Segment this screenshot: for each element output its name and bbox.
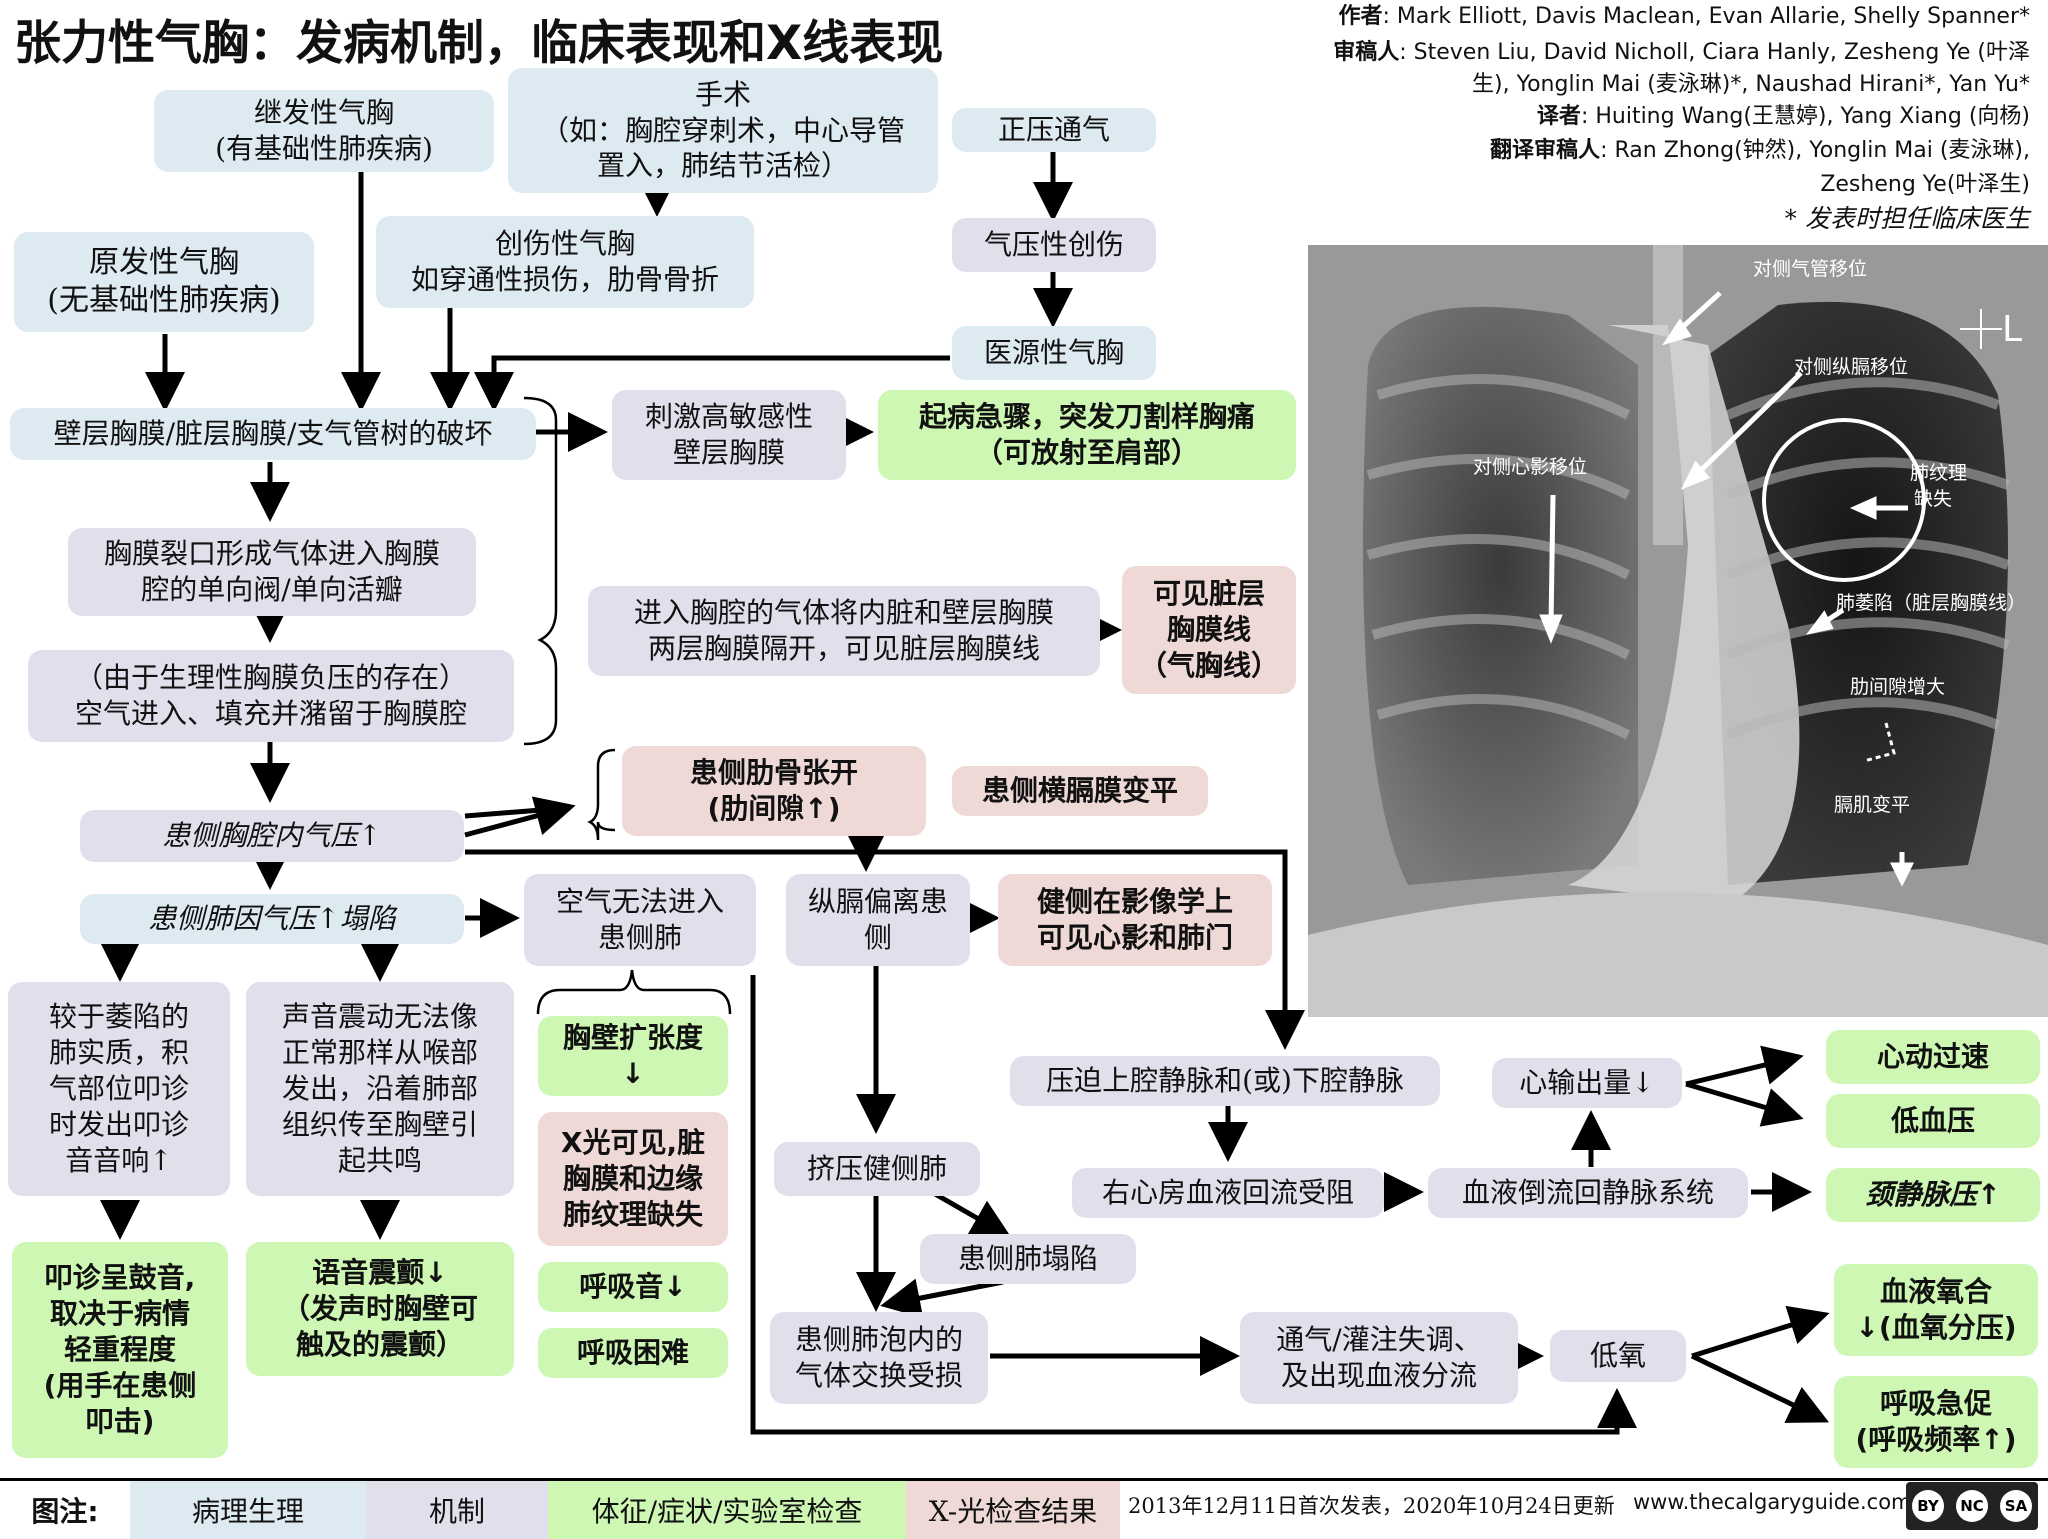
label-trachea-shift: 对侧气管移位 [1753, 258, 1867, 280]
label-intercostal: 肋间隙增大 [1850, 676, 1945, 698]
node-hypotension: 低血压 [1826, 1094, 2040, 1148]
node-vena-cava-compression: 压迫上腔静脉和(或)下腔静脉 [1010, 1056, 1440, 1106]
node-xray-lung-markings: X光可见,脏 胸膜和边缘 肺纹理缺失 [538, 1112, 728, 1246]
node-chest-expansion: 胸壁扩张度 ↓ [538, 1016, 728, 1096]
translation-reviewers-cont: Zesheng Ye(叶泽生) [1820, 172, 2030, 197]
node-flattened-diaphragm: 患侧横膈膜变平 [952, 766, 1208, 816]
reviewers: 审稿人: Steven Liu, David Nicholl, Ciara Ha… [1333, 40, 2030, 65]
label-heart-shift: 对侧心影移位 [1473, 456, 1587, 478]
node-traumatic-pneumothorax: 创伤性气胸 如穿通性损伤，肋骨骨折 [376, 216, 754, 308]
label-markings-2: 缺失 [1914, 488, 1952, 510]
label-markings-1: 肺纹理 [1910, 462, 1967, 484]
node-venous-backflow: 血液倒流回静脉系统 [1428, 1168, 1748, 1218]
node-dyspnea: 呼吸困难 [538, 1328, 728, 1378]
node-ra-return-block: 右心房血液回流受阻 [1072, 1168, 1384, 1218]
node-hypoxia: 低氧 [1550, 1330, 1686, 1382]
cc-nc-icon: NC [1956, 1490, 1988, 1522]
node-iatrogenic: 医源性气胸 [952, 326, 1156, 380]
node-tachypnea: 呼吸急促 (呼吸频率↑) [1834, 1376, 2038, 1468]
chest-xray-image: 对侧气管移位 对侧纵膈移位 对侧心影移位 肺纹理 缺失 肺萎陷（脏层胸膜线） 肋… [1308, 245, 2048, 1017]
publish-date: 2013年12月11日首次发表，2020年10月24日更新 [1128, 1494, 1615, 1518]
translation-reviewers: 翻译审稿人: Ran Zhong(钟然), Yonglin Mai (麦泳琳), [1490, 138, 2030, 163]
node-no-air-entry: 空气无法进入 患侧肺 [524, 874, 756, 966]
node-rib-spread: 患侧肋骨张开 (肋间隙↑) [622, 746, 926, 836]
node-jvp: 颈静脉压↑ [1826, 1168, 2040, 1222]
node-surgery: 手术 （如：胸腔穿刺术，中心导管 置入，肺结节活检） [508, 68, 938, 193]
node-tactile-fremitus: 语音震颤↓ （发声时胸壁可 触及的震颤） [246, 1242, 514, 1376]
legend-signs: 体征/症状/实验室检查 [548, 1481, 906, 1539]
node-irritate-pleura: 刺激高敏感性 壁层胸膜 [612, 390, 846, 480]
page-title: 张力性气胸：发病机制，临床表现和X线表现 [14, 16, 944, 71]
cc-by-icon: BY [1912, 1490, 1944, 1522]
node-air-trapped: （由于生理性胸膜负压的存在） 空气进入、填充并潴留于胸膜腔 [28, 650, 514, 742]
node-one-way-valve: 胸膜裂口形成气体进入胸膜 腔的单向阀/单向活瓣 [68, 528, 476, 616]
node-tachycardia: 心动过速 [1826, 1030, 2040, 1084]
legend-mechanism: 机制 [366, 1481, 548, 1539]
legend-xray: X-光检查结果 [906, 1481, 1120, 1539]
cc-license-badge[interactable]: BY NC SA [1906, 1482, 2038, 1530]
clinician-note: * 发表时担任临床医生 [1784, 204, 2030, 233]
node-visceral-pleural-line: 可见脏层 胸膜线 （气胸线） [1122, 566, 1296, 694]
node-affected-lung-collapse: 患侧肺塌陷 [920, 1234, 1136, 1284]
node-vq-mismatch: 通气/灌注失调、 及出现血液分流 [1240, 1312, 1518, 1404]
website-link[interactable]: www.thecalgaryguide.com [1633, 1490, 1912, 1514]
cc-sa-icon: SA [2000, 1490, 2032, 1522]
legend-label: 图注: [31, 1495, 99, 1528]
node-lung-collapse: 患侧肺因气压↑塌陷 [80, 894, 464, 944]
reviewers-cont: 生), Yonglin Mai (麦泳琳)*, Naushad Hirani*,… [1472, 72, 2030, 97]
node-primary-pneumothorax: 原发性气胸 (无基础性肺疾病) [14, 232, 314, 332]
label-collapse-line: 肺萎陷（脏层胸膜线） [1836, 592, 2026, 614]
authors: 作者: Mark Elliott, Davis Maclean, Evan Al… [1338, 4, 2030, 29]
label-side: L [2002, 309, 2022, 350]
node-secondary-pneumothorax: 继发性气胸 (有基础性肺疾病) [154, 90, 494, 172]
node-increased-pressure: 患侧胸腔内气压↑ [80, 810, 464, 862]
node-barotrauma: 气压性创伤 [952, 218, 1156, 272]
node-pleura-separation: 进入胸腔的气体将内脏和壁层胸膜 两层胸膜隔开，可见脏层胸膜线 [588, 586, 1100, 676]
node-vocal-resonance: 声音震动无法像 正常那样从喉部 发出，沿着肺部 组织传至胸壁引 起共鸣 [246, 982, 514, 1196]
node-percussion-note: 较于萎陷的 肺实质，积 气部位叩诊 时发出叩诊 音音响↑ [8, 982, 230, 1196]
legend: 图注: 病理生理 机制 体征/症状/实验室检查 X-光检查结果 [0, 1478, 2048, 1539]
node-hyperresonance: 叩诊呈鼓音, 取决于病情 轻重程度 (用手在患侧 叩击) [12, 1242, 228, 1458]
legend-pathophysiology: 病理生理 [130, 1481, 366, 1539]
node-compress-healthy-lung: 挤压健侧肺 [774, 1142, 980, 1196]
label-diaphragm: 膈肌变平 [1834, 794, 1910, 816]
translators: 译者: Huiting Wang(王慧婷), Yang Xiang (向杨) [1536, 104, 2030, 129]
node-cardiac-output: 心输出量↓ [1492, 1058, 1682, 1108]
label-mediastinal-shift: 对侧纵膈移位 [1794, 356, 1908, 378]
node-breath-sounds: 呼吸音↓ [538, 1262, 728, 1312]
node-oxygenation: 血液氧合 ↓(血氧分压) [1834, 1264, 2038, 1356]
node-chest-pain: 起病急骤，突发刀割样胸痛 （可放射至肩部） [878, 390, 1296, 480]
node-mediastinal-shift: 纵膈偏离患 侧 [786, 874, 970, 966]
node-contralateral-heart-shadow: 健侧在影像学上 可见心影和肺门 [998, 874, 1272, 966]
node-impaired-gas-exchange: 患侧肺泡内的 气体交换受损 [770, 1312, 988, 1404]
node-positive-pressure-ventilation: 正压通气 [952, 108, 1156, 152]
node-pleural-rupture: 壁层胸膜/脏层胸膜/支气管树的破坏 [10, 408, 536, 460]
